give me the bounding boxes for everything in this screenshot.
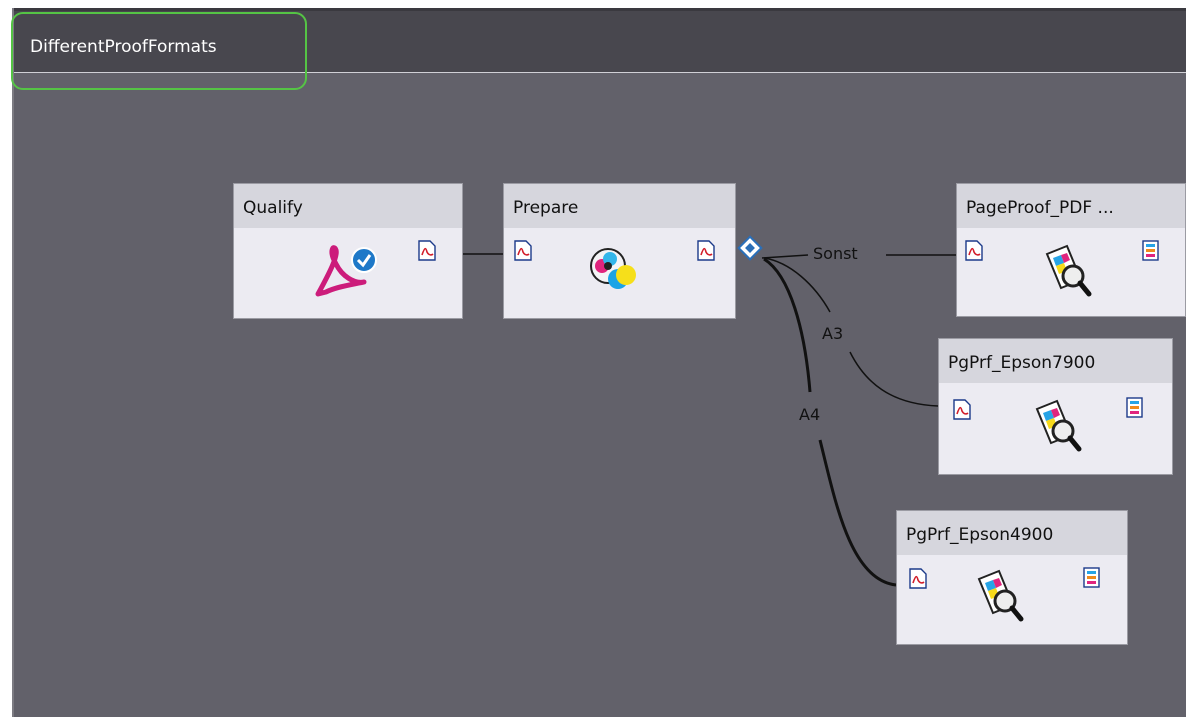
wire-sonst-left[interactable] [761,254,809,259]
proof-magnifier-icon [1035,399,1082,452]
node-header [957,184,1185,228]
color-circles-icon [590,248,636,289]
wire-a4-bottom[interactable] [818,439,897,587]
pdf-document-icon [909,568,927,589]
wire-a3-bottom[interactable] [849,351,939,407]
node-title: PgPrf_Epson4900 [906,525,1054,545]
pdf-document-icon [965,240,983,261]
tab-divider [14,72,1186,73]
wire-a4-top[interactable] [763,257,812,393]
node-header [234,184,462,228]
report-icon [1142,240,1159,261]
node-title: PageProof_PDF ... [966,198,1114,218]
node-header [939,339,1172,383]
node-qualify[interactable]: Qualify [233,183,463,319]
flow-tab-title: DifferentProofFormats [30,37,217,57]
pdf-document-icon [953,399,971,420]
wire-label-sonst: Sonst [813,244,858,263]
wire-a3-top[interactable] [763,257,831,313]
report-icon [1083,567,1100,588]
left-border [12,8,14,717]
report-icon [1126,397,1143,418]
pdf-document-icon [514,240,532,261]
pdf-document-icon [697,240,715,261]
node-pgprf-epson4900[interactable]: PgPrf_Epson4900 [896,510,1128,645]
node-pageproof-pdf[interactable]: PageProof_PDF ... [956,183,1186,317]
node-pgprf-epson7900[interactable]: PgPrf_Epson7900 [938,338,1173,475]
acrobat-check-icon [315,245,377,297]
node-header [897,511,1127,555]
node-title: Qualify [243,198,303,218]
pdf-document-icon [418,240,436,261]
node-title: PgPrf_Epson7900 [948,353,1096,373]
flow-tab[interactable]: DifferentProofFormats [14,11,1186,72]
diamond-branch-icon[interactable] [737,235,763,261]
wire-label-a3: A3 [822,324,844,343]
wire-label-a4: A4 [799,405,821,424]
node-prepare[interactable]: Prepare [503,183,736,319]
proof-magnifier-icon [1045,244,1092,297]
node-title: Prepare [513,198,579,218]
top-border [13,8,1186,11]
node-header [504,184,735,228]
proof-magnifier-icon [977,569,1024,622]
